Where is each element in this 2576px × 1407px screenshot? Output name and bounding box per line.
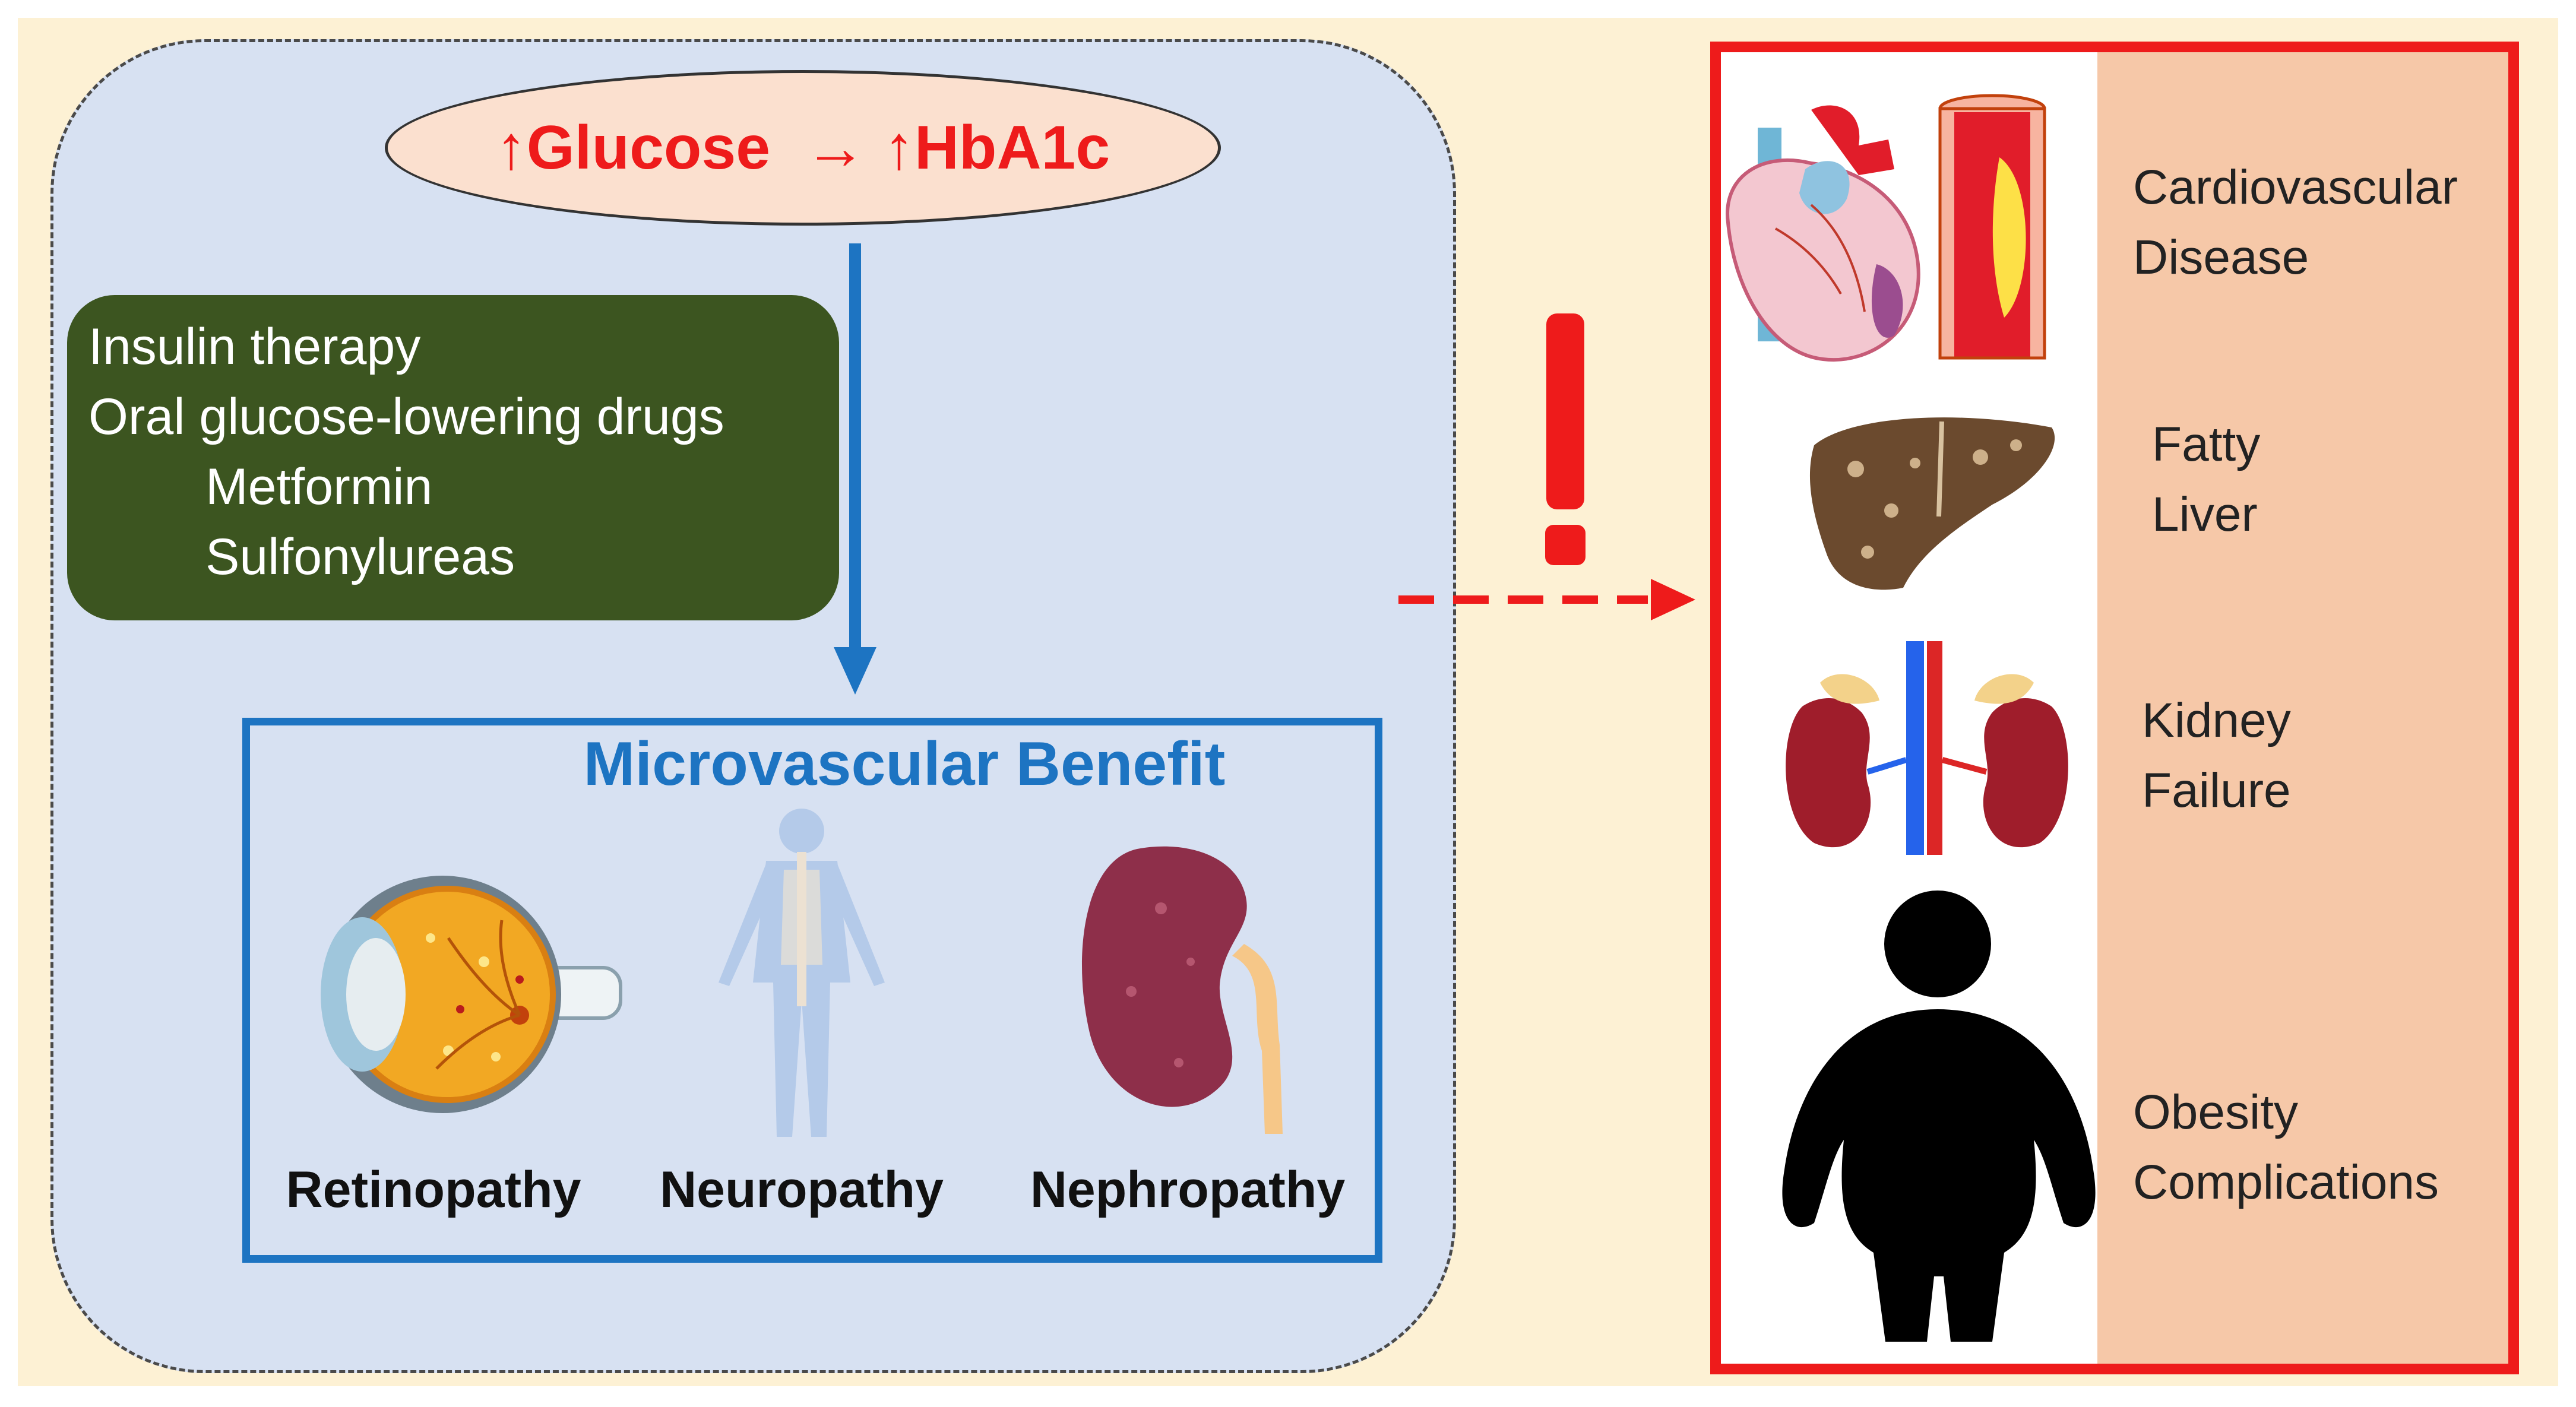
- risk-label-obesity: Obesity Complications: [2133, 1078, 2439, 1218]
- organ-label-nephropathy: Nephropathy: [1030, 1161, 1346, 1218]
- risk-label-fatty-liver: Fatty Liver: [2152, 410, 2260, 550]
- glucose-hba1c-label: ↑Glucose → ↑HbA1c: [495, 113, 1110, 182]
- exclamation-icon: [1546, 313, 1584, 509]
- obese-person-icon: [1782, 891, 2096, 1342]
- glucose-hba1c-ellipse: ↑Glucose → ↑HbA1c: [385, 70, 1221, 226]
- risk-label-fatty-liver-line1: Fatty: [2152, 417, 2261, 471]
- heart-icon: [1726, 105, 1920, 362]
- kidney-icon: [1081, 846, 1283, 1134]
- microvascular-benefit-box: [242, 718, 1382, 1263]
- dashed-arrow-icon: [1398, 579, 1695, 620]
- kidneys-icon: [1786, 641, 2068, 855]
- treatment-item-oral-drugs: Oral glucose-lowering drugs: [88, 388, 724, 445]
- fatty-liver-icon: [1809, 417, 2055, 590]
- risk-label-kidney-failure: Kidney Failure: [2142, 686, 2291, 826]
- risk-label-kidney-failure-line2: Failure: [2142, 763, 2291, 817]
- artery-plaque-icon: [1938, 94, 2046, 360]
- treatment-box: Insulin therapy Oral glucose-lowering dr…: [67, 295, 839, 620]
- risk-label-obesity-line2: Complications: [2133, 1155, 2439, 1209]
- risk-label-cardiovascular-line1: Cardiovascular: [2133, 160, 2458, 214]
- risk-label-cardiovascular: Cardiovascular Disease: [2133, 153, 2458, 293]
- risk-label-fatty-liver-line2: Liver: [2152, 487, 2258, 541]
- risk-label-column: [2097, 52, 2508, 1364]
- microvascular-benefit-title: Microvascular Benefit: [583, 730, 1226, 798]
- glycemic-control-panel: [50, 39, 1456, 1373]
- treatment-item-insulin: Insulin therapy: [88, 318, 421, 375]
- organ-label-retinopathy: Retinopathy: [286, 1161, 581, 1218]
- risk-label-obesity-line1: Obesity: [2133, 1085, 2298, 1139]
- down-arrow-icon: [834, 243, 876, 695]
- treatment-subitem-metformin: Metformin: [205, 458, 433, 515]
- eye-icon: [321, 876, 622, 1113]
- nervous-system-icon: [719, 809, 885, 1137]
- organ-label-neuropathy: Neuropathy: [660, 1161, 944, 1218]
- treatment-subitem-sulfonylureas: Sulfonylureas: [205, 528, 515, 585]
- risk-label-cardiovascular-line2: Disease: [2133, 230, 2309, 284]
- exclamation-dot: [1545, 525, 1586, 565]
- risk-label-kidney-failure-line1: Kidney: [2142, 693, 2291, 747]
